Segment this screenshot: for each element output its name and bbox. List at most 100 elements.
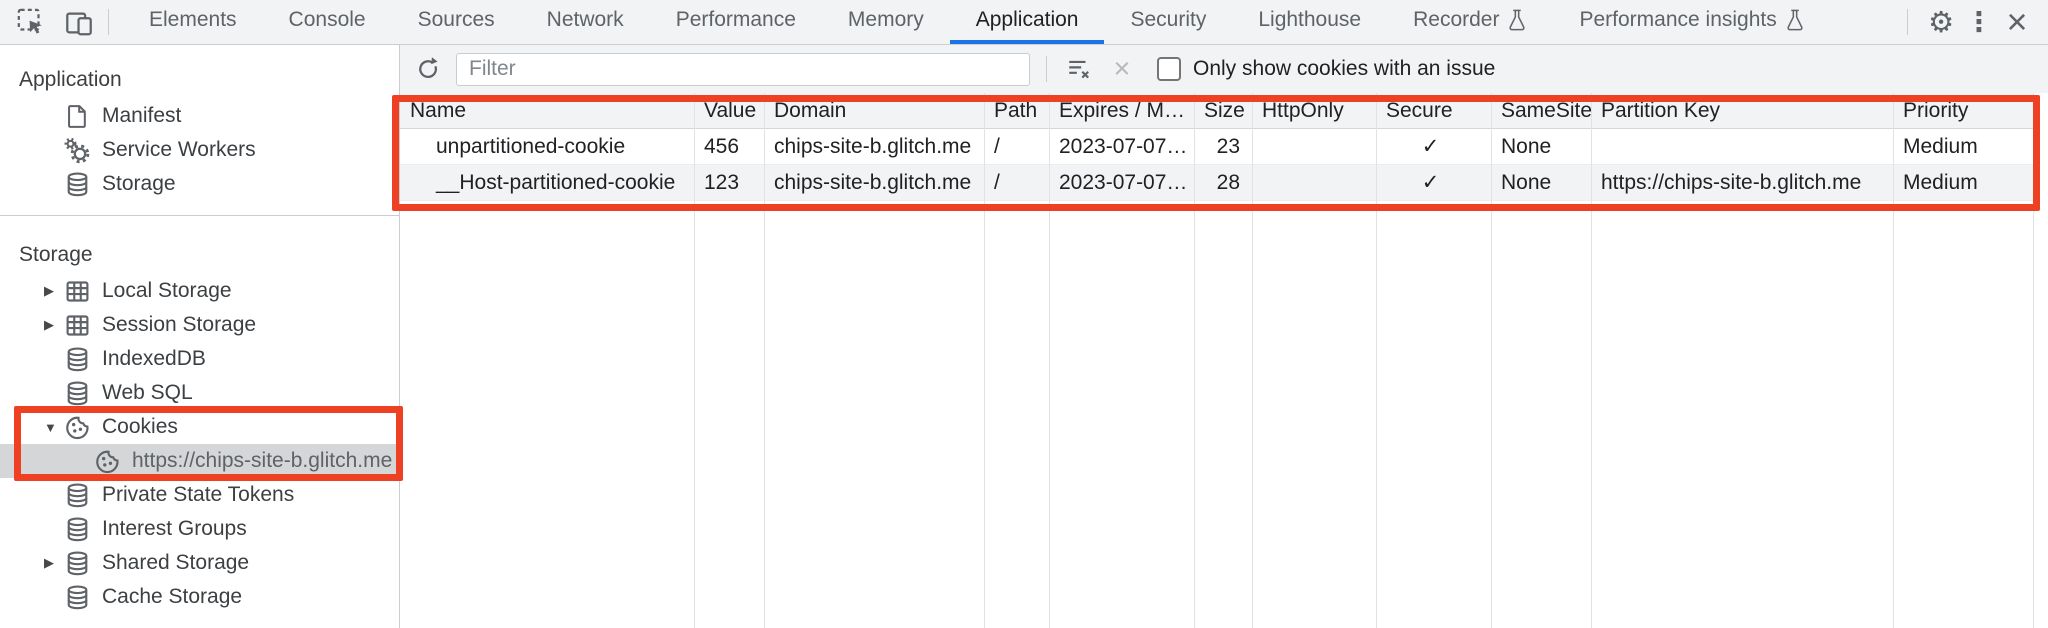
cookie-row-host-partitioned[interactable]: __Host-partitioned-cookie 123 chips-site…: [400, 164, 2034, 201]
sidebar-item-label: Web SQL: [102, 381, 193, 404]
cell-expires[interactable]: 2023-07-07…: [1049, 164, 1194, 201]
only-show-issue-label[interactable]: Only show cookies with an issue: [1193, 57, 1496, 80]
filter-input[interactable]: [456, 52, 1030, 86]
tabbar-separator: [108, 9, 109, 35]
column-header-domain[interactable]: Domain: [764, 93, 984, 129]
sidebar-item-indexeddb[interactable]: IndexedDB: [0, 342, 399, 376]
column-header-httponly[interactable]: HttpOnly: [1252, 93, 1376, 129]
tab-application[interactable]: Application: [949, 0, 1105, 44]
sidebar-item-label: Cache Storage: [102, 585, 243, 608]
cell-samesite[interactable]: None: [1491, 128, 1591, 165]
panel-tabs: Elements Console Sources Network Perform…: [123, 0, 1831, 44]
more-options-icon[interactable]: ⋮: [1965, 6, 1993, 37]
cell-partition-key[interactable]: [1591, 128, 1893, 165]
cell-value[interactable]: 456: [694, 128, 764, 165]
sidebar-item-session-storage[interactable]: ▶ Session Storage: [0, 308, 399, 342]
cell-size[interactable]: 28: [1194, 164, 1252, 201]
cell-name[interactable]: unpartitioned-cookie: [400, 128, 694, 165]
cell-secure-checkmark[interactable]: ✓: [1376, 164, 1491, 201]
delete-selected-icon[interactable]: ×: [1113, 52, 1131, 85]
sidebar-item-cookies[interactable]: ▼ Cookies: [0, 410, 399, 444]
column-header-partition-key[interactable]: Partition Key: [1591, 93, 1893, 129]
cell-httponly[interactable]: [1252, 128, 1376, 165]
cell-name[interactable]: __Host-partitioned-cookie: [400, 164, 694, 201]
tab-lighthouse[interactable]: Lighthouse: [1232, 0, 1387, 44]
cookies-pane: × Only show cookies with an issue Name V…: [400, 45, 2048, 628]
sidebar-item-label: https://chips-site-b.glitch.me: [132, 449, 393, 472]
sidebar-item-private-state-tokens[interactable]: Private State Tokens: [0, 478, 399, 512]
tab-label: Console: [288, 8, 366, 31]
sidebar-divider: [0, 215, 399, 216]
clear-filter-button[interactable]: [1063, 53, 1095, 85]
tab-memory[interactable]: Memory: [822, 0, 950, 44]
sidebar-item-cookie-origin[interactable]: https://chips-site-b.glitch.me: [0, 444, 399, 478]
column-header-value[interactable]: Value: [694, 93, 764, 129]
inspect-element-icon[interactable]: [16, 7, 46, 37]
sidebar-item-local-storage[interactable]: ▶ Local Storage: [0, 274, 399, 308]
refresh-button[interactable]: [412, 53, 444, 85]
close-devtools-icon[interactable]: ×: [2006, 1, 2028, 42]
sidebar-section-storage: Storage ▶ Local Storage ▶ Session Storag…: [0, 216, 399, 614]
tab-network[interactable]: Network: [521, 0, 650, 44]
cell-priority[interactable]: Medium: [1893, 128, 2034, 165]
tab-performance-insights[interactable]: Performance insights: [1553, 0, 1830, 44]
tab-label: Performance: [675, 8, 796, 31]
cookie-row-unpartitioned[interactable]: unpartitioned-cookie 456 chips-site-b.gl…: [400, 128, 2034, 165]
tab-recorder[interactable]: Recorder: [1387, 0, 1553, 44]
table-header-row: Name Value Domain Path Expires / M… Size…: [400, 93, 2034, 129]
cell-domain[interactable]: chips-site-b.glitch.me: [764, 128, 984, 165]
cell-size[interactable]: 23: [1194, 128, 1252, 165]
cell-path[interactable]: /: [984, 164, 1049, 201]
tab-elements[interactable]: Elements: [123, 0, 263, 44]
expand-arrow-icon[interactable]: ▶: [44, 555, 54, 570]
cell-value[interactable]: 123: [694, 164, 764, 201]
toolbar-separator: [1046, 56, 1047, 82]
tab-label: Sources: [417, 8, 495, 31]
tab-console[interactable]: Console: [263, 0, 392, 44]
column-header-priority[interactable]: Priority: [1893, 93, 2034, 129]
column-header-expires[interactable]: Expires / M…: [1049, 93, 1194, 129]
device-toolbar-icon[interactable]: [64, 7, 94, 37]
service-worker-gears-icon: [64, 137, 91, 164]
settings-gear-icon[interactable]: ⚙: [1928, 6, 1954, 39]
column-header-secure[interactable]: Secure: [1376, 93, 1491, 129]
cookies-table: Name Value Domain Path Expires / M… Size…: [400, 93, 2034, 201]
section-title-application: Application: [19, 68, 122, 91]
cell-httponly[interactable]: [1252, 164, 1376, 201]
sidebar-item-cache-storage[interactable]: Cache Storage: [0, 580, 399, 614]
expand-arrow-icon[interactable]: ▼: [44, 419, 57, 435]
cell-partition-key[interactable]: https://chips-site-b.glitch.me: [1591, 164, 1893, 201]
cell-expires[interactable]: 2023-07-07…: [1049, 128, 1194, 165]
cell-domain[interactable]: chips-site-b.glitch.me: [764, 164, 984, 201]
sidebar-item-service-workers[interactable]: Service Workers: [0, 133, 399, 167]
column-header-name[interactable]: Name: [400, 93, 694, 129]
tab-sources[interactable]: Sources: [392, 0, 521, 44]
tab-performance[interactable]: Performance: [650, 0, 822, 44]
table-grid-icon: [64, 312, 91, 339]
sidebar-item-label: IndexedDB: [102, 347, 206, 370]
column-header-size[interactable]: Size: [1194, 93, 1252, 129]
column-header-samesite[interactable]: SameSite: [1491, 93, 1591, 129]
cell-samesite[interactable]: None: [1491, 164, 1591, 201]
tab-label: Security: [1130, 8, 1207, 31]
database-icon: [64, 346, 91, 373]
sidebar-item-storage[interactable]: Storage: [0, 167, 399, 201]
clear-filter-icon: [1066, 56, 1092, 82]
cell-priority[interactable]: Medium: [1893, 164, 2034, 201]
sidebar-item-label: Interest Groups: [102, 517, 247, 540]
application-panel: Application Manifest Service Workers Sto…: [0, 45, 2048, 628]
cookie-icon: [94, 448, 121, 475]
cell-path[interactable]: /: [984, 128, 1049, 165]
sidebar-item-shared-storage[interactable]: ▶ Shared Storage: [0, 546, 399, 580]
sidebar-item-interest-groups[interactable]: Interest Groups: [0, 512, 399, 546]
sidebar-item-label: Cookies: [102, 415, 178, 438]
sidebar-item-web-sql[interactable]: Web SQL: [0, 376, 399, 410]
column-header-path[interactable]: Path: [984, 93, 1049, 129]
sidebar-item-label: Private State Tokens: [102, 483, 295, 506]
tab-security[interactable]: Security: [1104, 0, 1232, 44]
cell-secure-checkmark[interactable]: ✓: [1376, 128, 1491, 165]
expand-arrow-icon[interactable]: ▶: [44, 283, 54, 298]
sidebar-item-manifest[interactable]: Manifest: [0, 99, 399, 133]
expand-arrow-icon[interactable]: ▶: [44, 317, 54, 332]
only-show-issue-checkbox[interactable]: [1157, 57, 1181, 81]
